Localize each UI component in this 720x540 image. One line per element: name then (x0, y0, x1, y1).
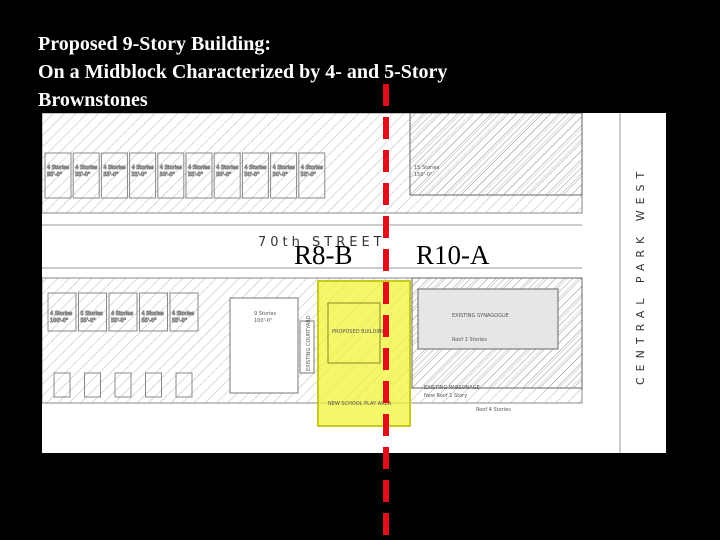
south-lot-stories: 4 Stories (50, 311, 72, 317)
south-lot-rear (53, 372, 71, 398)
north-lot-height: 50'-0" (216, 172, 231, 178)
south-lot-height: 55'-0" (172, 318, 187, 324)
north-lot-stories: 4 Stories (47, 165, 69, 171)
south-lot-stories: 4 Stories (142, 311, 164, 317)
north-lot-height: 50'-0" (273, 172, 288, 178)
south-lot-height: 55'-0" (111, 318, 126, 324)
north-lot-stories: 4 Stories (75, 165, 97, 171)
south-lot (169, 292, 199, 332)
north-lot-height: 55'-0" (47, 172, 62, 178)
north-lot-height: 55'-0" (188, 172, 203, 178)
title-line-1: Proposed 9-Story Building: (38, 33, 271, 55)
north-lot (241, 152, 269, 199)
title-line-2: On a Midblock Characterized by 4- and 5-… (38, 61, 448, 83)
south-lot-rear (145, 372, 162, 398)
title-line-3: Brownstones (38, 89, 148, 111)
zoning-boundary-line (383, 84, 389, 540)
parsonage-roof-label: Roof 4 Stories (476, 407, 511, 413)
north-lot-stories: 4 Stories (216, 165, 238, 171)
highlighted-development-site (317, 280, 411, 427)
avenue-label: CENTRAL PARK WEST (634, 166, 647, 385)
south-lot-rear (84, 372, 101, 398)
north-lot (185, 152, 213, 199)
nine-story-building (229, 297, 299, 394)
north-lot-height: 55'-0" (103, 172, 118, 178)
north-lot (157, 152, 185, 199)
north-lot (100, 152, 128, 199)
south-lot-stories: 4 Stories (111, 311, 133, 317)
north-lot (72, 152, 100, 199)
south-lot-rear (114, 372, 132, 398)
north-lot (44, 152, 72, 199)
play-area-label: NEW SCHOOL PLAY AREA (328, 401, 392, 407)
nine-story-height: 100'-0" (254, 318, 272, 324)
north-tall-height: 150'-0" (414, 172, 432, 178)
new-roof-label: New Roof 1 Story (424, 393, 467, 399)
north-lot-stories: 4 Stories (160, 165, 182, 171)
zone-label-left: R8-B (294, 240, 353, 270)
north-lot-stories: 4 Stories (273, 165, 295, 171)
north-lot-height: 55'-0" (75, 172, 90, 178)
south-lot-height: 100'-0" (50, 318, 68, 324)
north-lot-stories: 4 Stories (244, 165, 266, 171)
south-lot (78, 292, 107, 332)
north-tall-building (409, 113, 583, 196)
proposed-building-label: PROPOSED BUILDING (332, 329, 386, 335)
south-lot-rear (175, 372, 193, 398)
proposed-building-footprint (327, 302, 381, 364)
south-lot (47, 292, 77, 332)
street-label: 70th STREET (258, 235, 386, 250)
south-lot (139, 292, 168, 332)
north-lot (298, 152, 326, 199)
south-lot-stories: 4 Stories (172, 311, 194, 317)
zone-label-right: R10-A (416, 240, 490, 270)
south-lot-stories: 5 Stories (81, 311, 103, 317)
slide-title: Proposed 9-Story Building: On a Midblock… (38, 30, 598, 114)
nine-story-stories: 9 Stories (254, 311, 276, 317)
north-lot (129, 152, 157, 199)
south-lot-height: 55'-0" (81, 318, 96, 324)
synagogue-roof-label: Roof 1 Stories (452, 337, 487, 343)
north-lot-stories: 4 Stories (103, 165, 125, 171)
north-lot-stories: 4 Stories (301, 165, 323, 171)
north-lot-height: 50'-0" (244, 172, 259, 178)
north-lot-height: 55'-0" (301, 172, 316, 178)
north-lot-height: 55'-0" (132, 172, 147, 178)
north-lot-stories: 4 Stories (188, 165, 210, 171)
existing-synagogue-label: EXISTING SYNAGOGUE (452, 313, 509, 319)
north-lot-stories: 4 Stories (132, 165, 154, 171)
south-lot (108, 292, 138, 332)
south-lot-height: 55'-0" (142, 318, 157, 324)
north-tall-stories: 15 Stories (414, 165, 440, 171)
existing-courtyard-label: EXISTING COURTYARD (306, 315, 312, 371)
existing-parsonage-label: EXISTING PARSONAGE (424, 385, 480, 391)
north-lot (270, 152, 298, 199)
north-lot (213, 152, 241, 199)
existing-courtyard (299, 320, 315, 374)
north-lot-height: 50'-0" (160, 172, 175, 178)
existing-synagogue (417, 288, 559, 350)
